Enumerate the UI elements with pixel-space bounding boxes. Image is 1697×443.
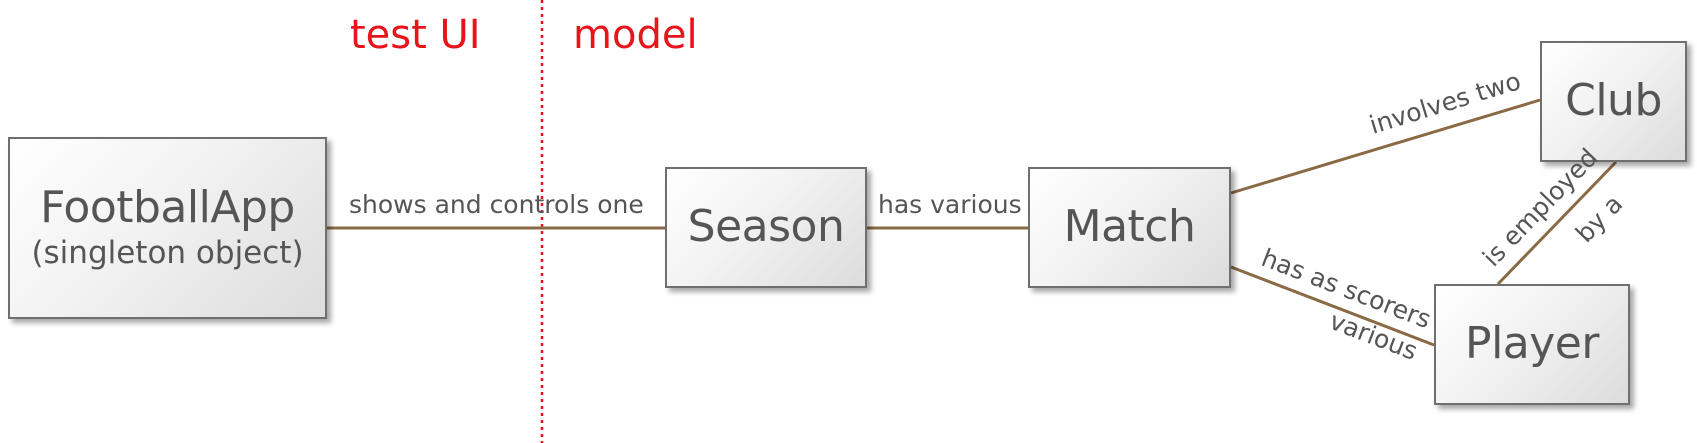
- node-club[interactable]: Club: [1540, 41, 1687, 162]
- node-club-title: Club: [1565, 75, 1662, 127]
- edge-match-club: [1230, 98, 1541, 195]
- node-season[interactable]: Season: [665, 167, 867, 288]
- node-footballapp[interactable]: FootballApp (singleton object): [8, 137, 327, 319]
- node-player[interactable]: Player: [1434, 284, 1630, 405]
- edge-player-club: [1496, 160, 1618, 286]
- edge-label-app-season: shows and controls one: [349, 190, 644, 219]
- node-footballapp-subtitle: (singleton object): [31, 234, 304, 271]
- node-player-title: Player: [1465, 318, 1599, 370]
- node-footballapp-title: FootballApp: [40, 182, 295, 234]
- region-label-model: model: [573, 12, 698, 58]
- edge-label-season-match: has various: [878, 190, 1022, 219]
- node-match[interactable]: Match: [1028, 167, 1231, 288]
- edge-match-player: [1230, 265, 1435, 347]
- region-label-test-ui: test UI: [350, 12, 481, 58]
- node-season-title: Season: [687, 201, 845, 253]
- node-match-title: Match: [1063, 201, 1196, 253]
